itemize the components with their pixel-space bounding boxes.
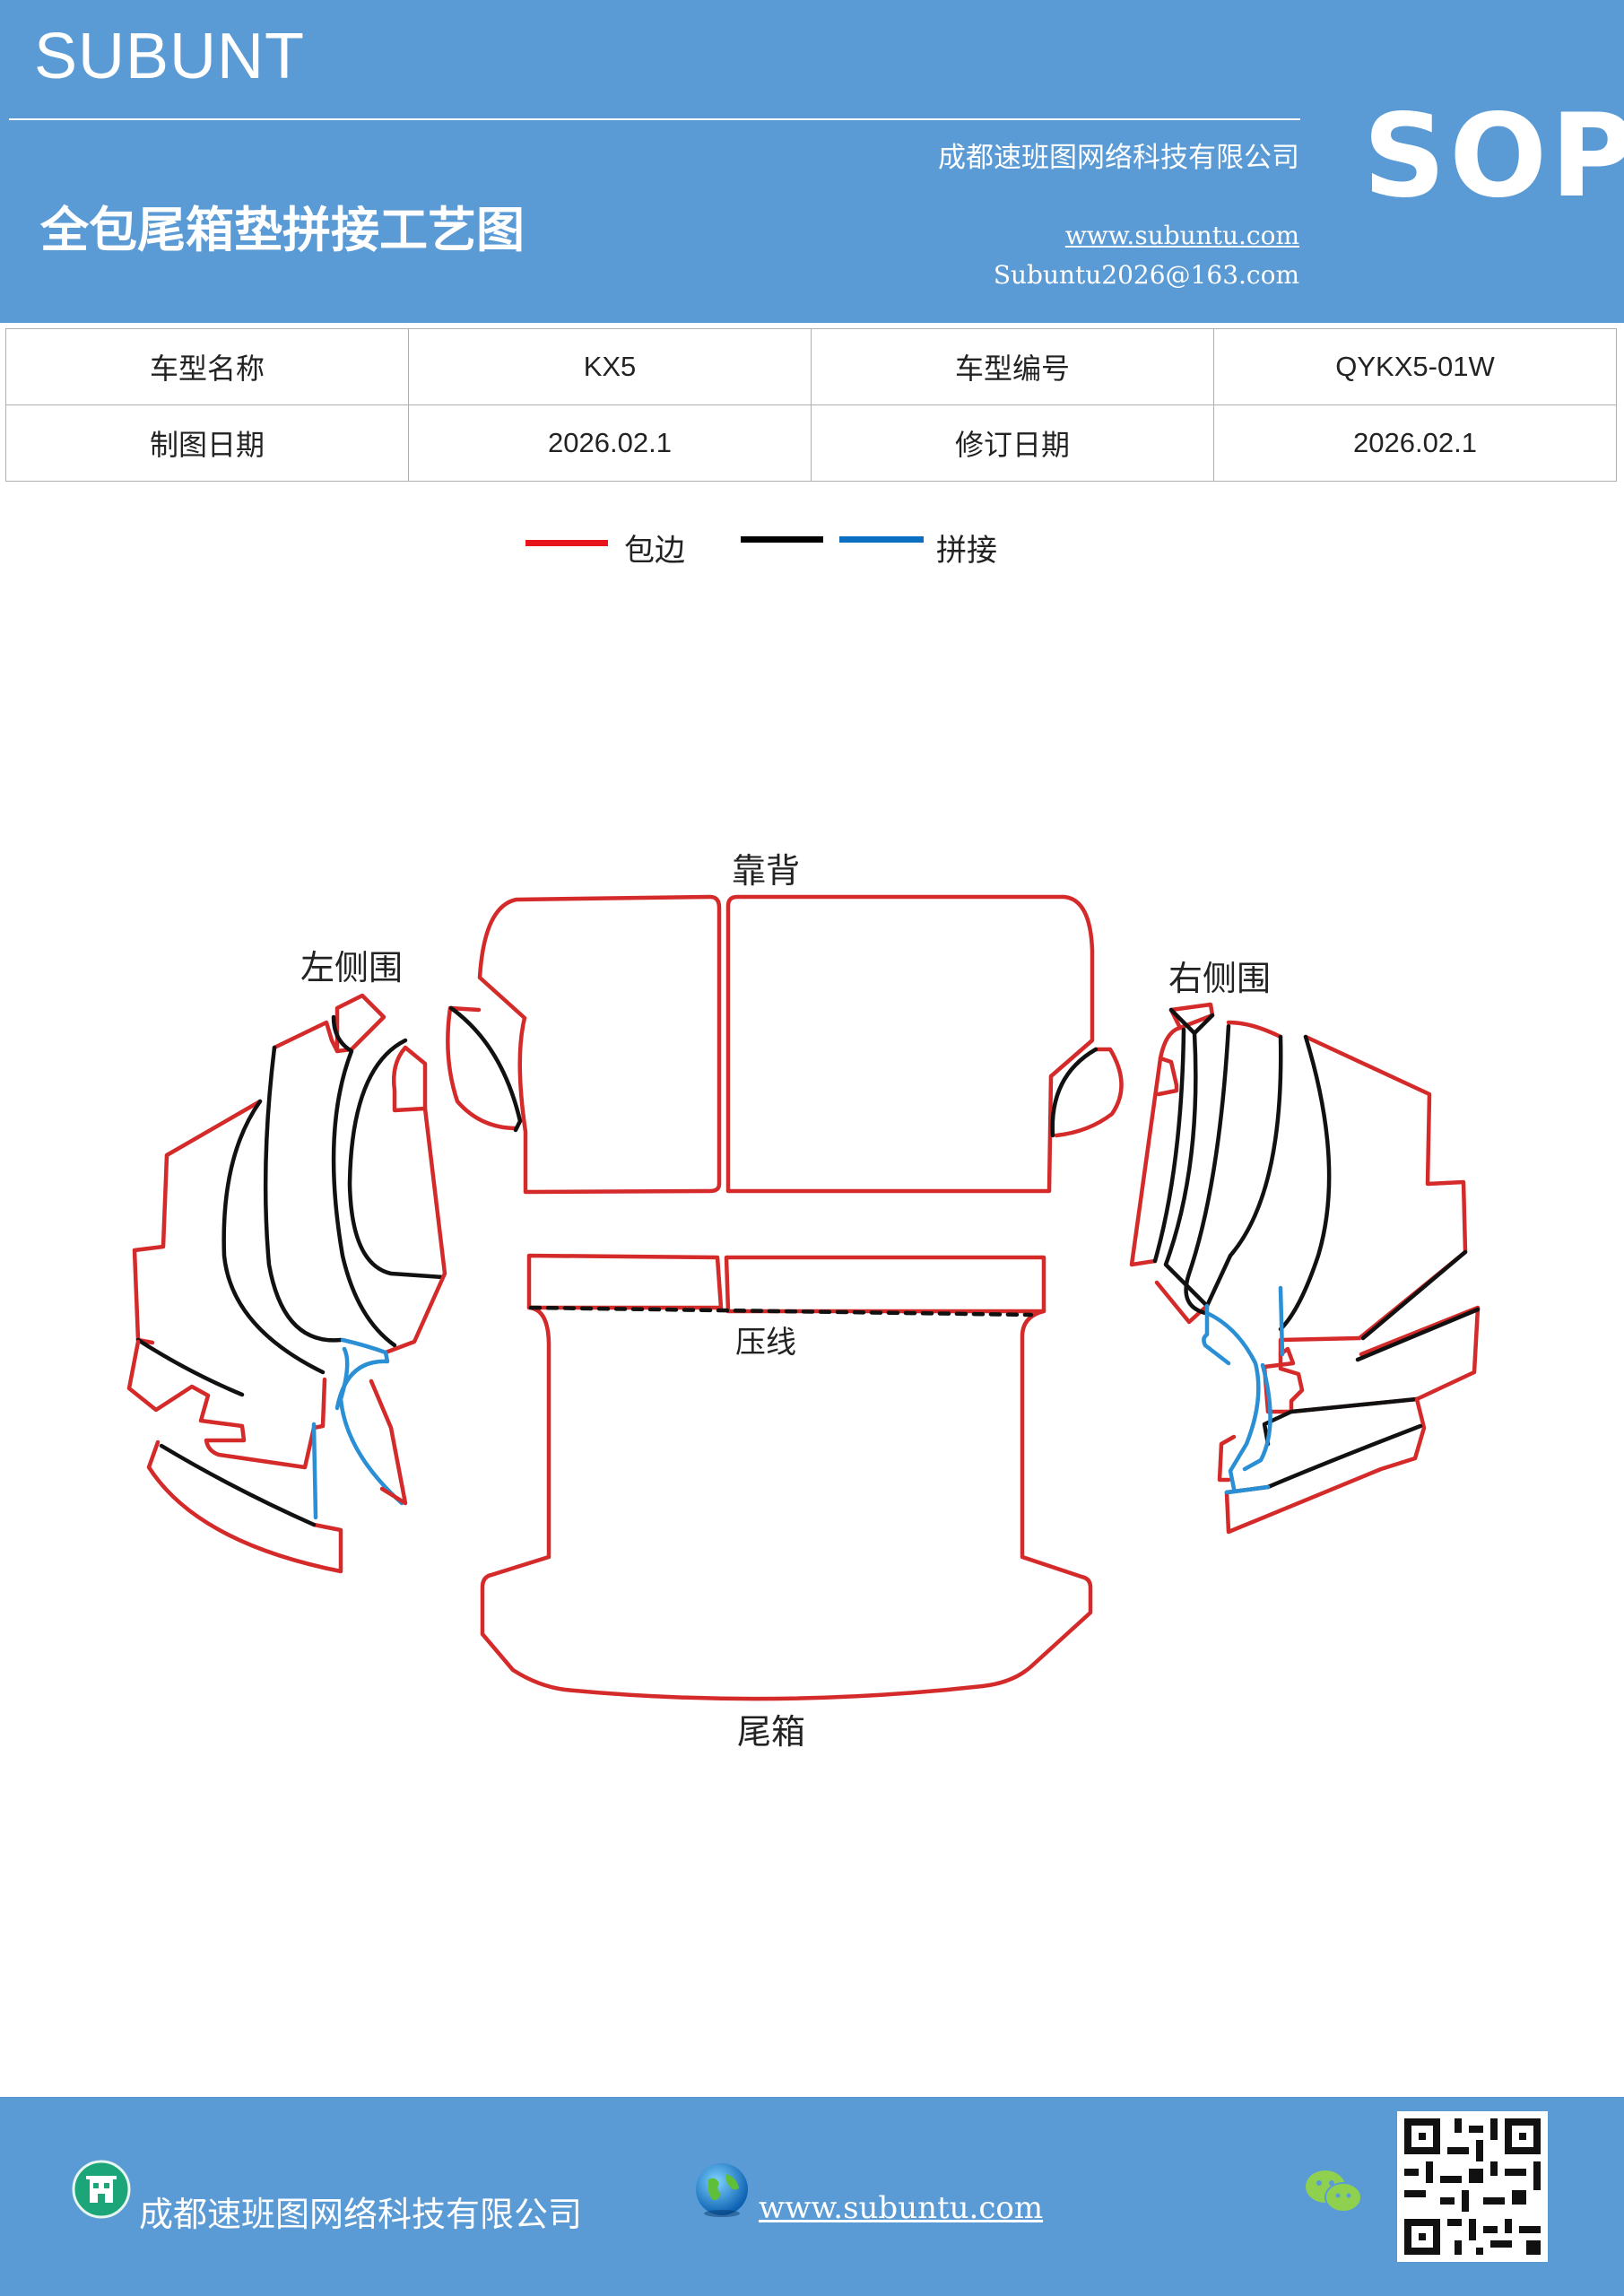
label-backrest: 靠背 (732, 851, 800, 891)
legend-edge-swatch (525, 540, 608, 546)
backrest-right-flap-seam (1050, 1047, 1099, 1138)
cell-model-name: KX5 (408, 328, 812, 405)
right-side-splice-3 (1242, 1362, 1272, 1472)
backrest-right-flap (1054, 1047, 1124, 1138)
legend: 包边 拼接 (0, 526, 1624, 579)
cell-label-revise-date: 修订日期 (811, 404, 1214, 482)
left-side-bottom-panel (146, 1439, 343, 1574)
backrest-left-panel (477, 894, 722, 1195)
backrest-left-flap (446, 1005, 519, 1131)
legend-black-swatch (741, 536, 823, 543)
right-side-tab (1156, 1056, 1179, 1097)
footer-company: 成都速班图网络科技有限公司 (139, 2195, 583, 2234)
globe-icon (696, 2163, 748, 2217)
header-email[interactable]: Subuntu2026@163.com (993, 260, 1299, 290)
cell-model-code: QYKX5-01W (1213, 328, 1617, 405)
right-side-seam-4 (1204, 1034, 1283, 1309)
right-side-bottom-seam-1 (1355, 1307, 1481, 1362)
sop-badge: SOP (1363, 90, 1624, 223)
legend-edge-label: 包边 (624, 533, 685, 569)
legend-splice-label: 拼接 (936, 533, 997, 569)
right-side-seam-1 (1152, 1027, 1186, 1264)
legend-splice-swatch (839, 536, 924, 543)
right-side-corner (1217, 1434, 1237, 1483)
left-side-upper-seam (347, 1038, 446, 1280)
right-side-tail-seam-2 (1224, 1423, 1423, 1495)
right-side-lower-seam (1360, 1249, 1468, 1341)
left-side-bottom-seam (159, 1443, 317, 1527)
right-side-splice-2 (1204, 1310, 1261, 1492)
header-divider (9, 118, 1300, 120)
right-side-seam-2 (1163, 1031, 1210, 1309)
label-trunk: 尾箱 (737, 1712, 805, 1752)
footer-website-link[interactable]: www.subuntu.com (759, 2190, 1044, 2226)
vehicle-info-table: 车型名称 KX5 车型编号 QYKX5-01W 制图日期 2026.02.1 修… (5, 328, 1617, 482)
header-banner: SUBUNT 成都速班图网络科技有限公司 全包尾箱垫拼接工艺图 www.subu… (0, 0, 1624, 323)
footer-banner: 成都速班图网络科技有限公司 www.subuntu.com (0, 2097, 1624, 2296)
crease-line (528, 1305, 1034, 1318)
backrest-right-panel (725, 894, 1095, 1194)
left-side-arch-seam (331, 1014, 397, 1348)
left-side-upper-edge (383, 1106, 447, 1355)
left-side-mid-panel (272, 1020, 340, 1054)
header-website-link[interactable]: www.subuntu.com (1064, 221, 1299, 250)
crease-strip (526, 1253, 1046, 1314)
right-side-mid-panel (1226, 1020, 1283, 1039)
right-side-large-seam (1278, 1034, 1332, 1332)
right-side-lower-edge (1154, 1280, 1210, 1325)
wechat-icon[interactable] (1302, 2165, 1365, 2219)
right-side-bottom-panel (1278, 1305, 1481, 1414)
right-side-splice-4 (1278, 1285, 1285, 1357)
brand-name: SUBUNT (34, 21, 306, 92)
right-side-seam-3 (1184, 1023, 1231, 1316)
left-side-flap-edge (369, 1378, 408, 1506)
cell-label-model-name: 车型名称 (5, 328, 409, 405)
left-side-lower-flap (126, 1339, 327, 1470)
label-crease: 压线 (735, 1325, 796, 1361)
left-side-splice-2 (338, 1346, 404, 1506)
left-side-mid-seam (263, 1045, 343, 1343)
cell-revise-date: 2026.02.1 (1213, 404, 1617, 482)
right-side-tail-seam (1262, 1396, 1420, 1447)
label-left-side: 左侧围 (300, 948, 403, 987)
header-company: 成都速班图网络科技有限公司 (938, 142, 1299, 174)
table-row: 制图日期 2026.02.1 修订日期 2026.02.1 (5, 404, 1617, 482)
left-side-bottom-splice (311, 1422, 318, 1520)
left-side-seam-2 (135, 1337, 245, 1397)
right-side-bottom-splice (1224, 1484, 1271, 1495)
left-side-arch-panel (334, 993, 386, 1054)
right-side-tail-bottom (1224, 1396, 1427, 1535)
cell-draw-date: 2026.02.1 (408, 404, 812, 482)
label-right-side: 右侧围 (1168, 959, 1271, 998)
left-side-upper-panel (392, 1045, 428, 1113)
table-row: 车型名称 KX5 车型编号 QYKX5-01W (5, 328, 1617, 405)
backrest-left-flap-seam (448, 1005, 523, 1133)
qr-code (1397, 2111, 1548, 2262)
right-side-splice-1 (1202, 1303, 1231, 1366)
building-icon (72, 2160, 131, 2219)
cell-label-model-code: 车型编号 (811, 328, 1214, 405)
trunk-floor-panel (480, 1305, 1093, 1701)
cell-label-draw-date: 制图日期 (5, 404, 409, 482)
document-title: 全包尾箱垫拼接工艺图 (40, 202, 525, 258)
left-side-seam-1 (221, 1099, 326, 1375)
